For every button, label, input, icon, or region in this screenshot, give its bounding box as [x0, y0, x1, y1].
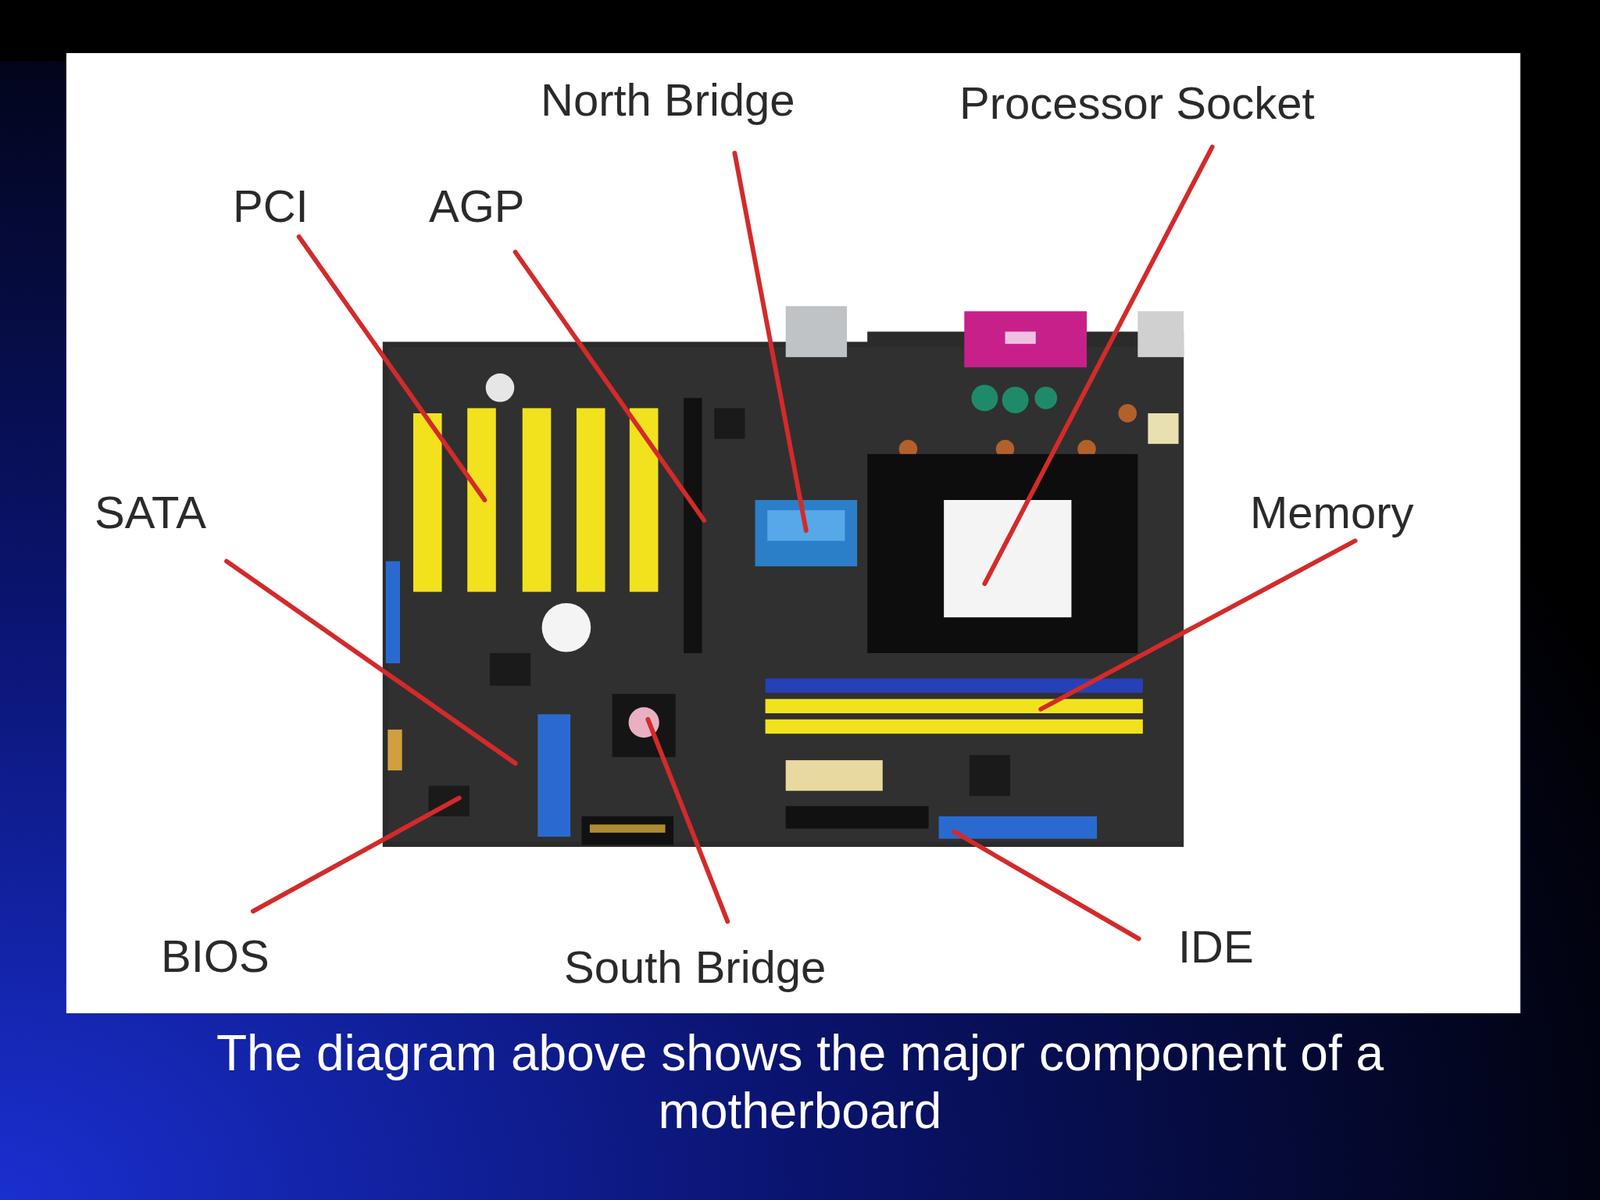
leader-line: [1040, 540, 1355, 710]
part-label: IDE: [1178, 921, 1254, 972]
capacitor: [1034, 386, 1058, 410]
chip: [489, 653, 531, 686]
motherboard: [382, 306, 1184, 847]
leader-line: [226, 560, 516, 764]
processor-socket: [943, 500, 1072, 618]
chip: [969, 755, 1011, 797]
pci-slot: [413, 413, 443, 593]
leader-line: [647, 719, 728, 922]
leader-line: [984, 146, 1212, 584]
white-panel: [66, 53, 1521, 1014]
part-label: AGP: [428, 181, 525, 232]
capacitor: [1002, 386, 1029, 414]
caption: The diagram above shows the major compon…: [89, 1025, 1511, 1140]
floppy-connector: [785, 806, 929, 829]
rear-port: [1137, 310, 1184, 358]
north-bridge-heatsink: [755, 500, 858, 567]
pci-slot: [576, 407, 606, 592]
expansion-slot: [537, 714, 571, 837]
leader-lines: [226, 146, 1356, 940]
chip: [714, 407, 745, 439]
leader-line: [734, 153, 806, 531]
rear-port: [785, 306, 847, 358]
part-label: South Bridge: [564, 942, 826, 993]
part-label: Memory: [1250, 487, 1414, 538]
memory-slot: [765, 699, 1143, 714]
cmos-battery-holder: [485, 373, 515, 403]
side-connector: [387, 729, 402, 771]
leader-line: [253, 797, 460, 911]
inductor: [1118, 403, 1138, 423]
leader-line: [299, 236, 486, 500]
top-band: [0, 0, 1600, 61]
leader-line: [953, 831, 1139, 939]
agp-slot: [683, 397, 703, 654]
pci-slot: [467, 407, 497, 592]
power-connector: [1147, 413, 1179, 444]
parallel-port: [964, 310, 1087, 368]
south-bridge-chip: [612, 693, 676, 758]
side-connector: [385, 560, 400, 664]
part-label: BIOS: [160, 931, 270, 982]
part-label: PCI: [232, 181, 309, 232]
part-label: SATA: [94, 487, 207, 538]
bottom-connector: [581, 816, 674, 846]
capacitor: [971, 384, 998, 411]
port-pins: [1005, 331, 1036, 344]
bottom-connector-pins: [589, 824, 666, 833]
part-label: North Bridge: [540, 75, 796, 125]
part-label: Processor Socket: [959, 78, 1315, 129]
cmos-battery: [542, 603, 592, 653]
leader-line: [515, 252, 705, 522]
pci-slot: [522, 407, 552, 592]
memory-slot: [765, 719, 1143, 734]
atx-power: [785, 760, 883, 791]
